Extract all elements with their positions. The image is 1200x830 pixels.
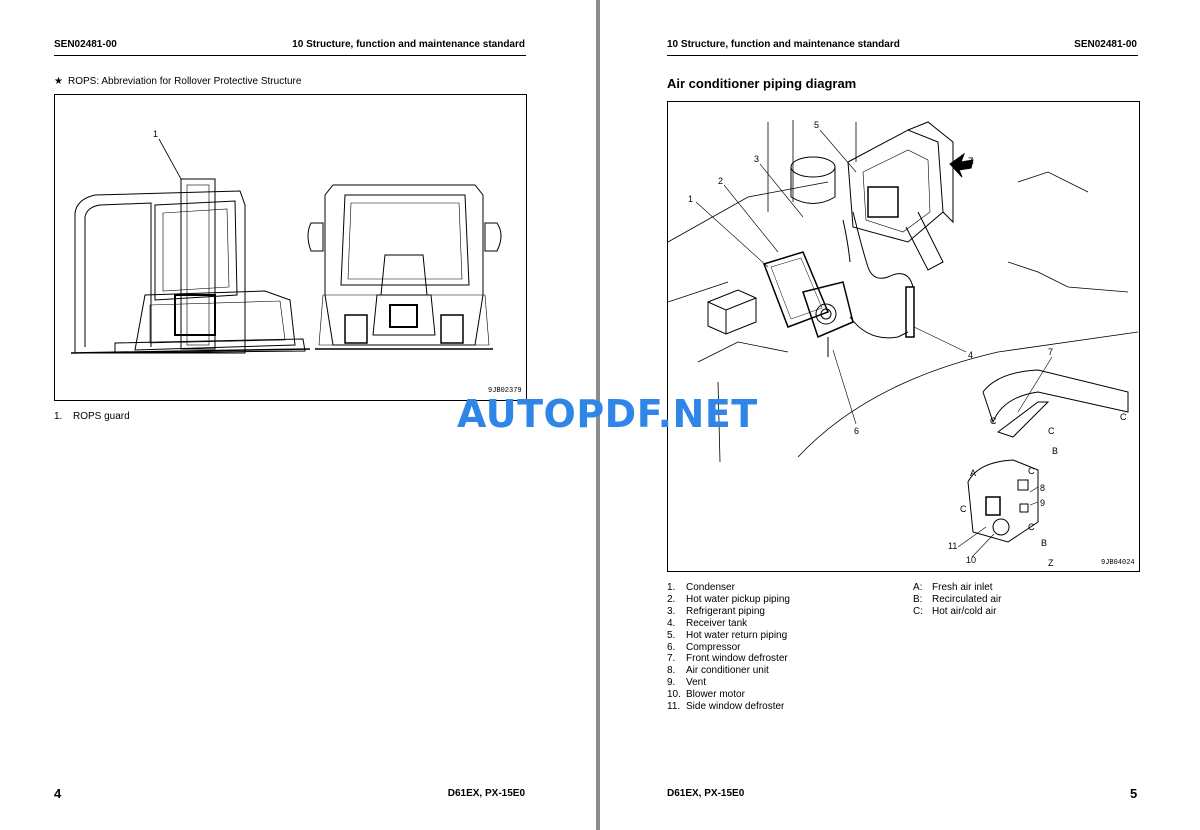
ac-figure-code: 9JB04024 — [1101, 559, 1135, 567]
left-model: D61EX, PX-15E0 — [447, 788, 525, 799]
legend-item: 4.Receiver tank — [667, 617, 748, 629]
rops-note: ★ ROPS: Abbreviation for Rollover Protect… — [54, 76, 301, 87]
view-label-z-bottom: Z — [1048, 558, 1054, 568]
left-header-doc-code: SEN02481-00 — [54, 39, 117, 50]
rops-figure-code: 9JB02379 — [488, 387, 522, 395]
callout-5: 5 — [814, 120, 819, 130]
rops-figure: 1 9JB02379 — [54, 94, 527, 401]
page-gutter — [596, 0, 600, 830]
right-header-rule — [667, 55, 1138, 56]
legend-item: 3.Refrigerant piping — [667, 605, 765, 617]
legend-item: 10.Blower motor — [667, 689, 745, 701]
rops-caption-text: ROPS guard — [73, 411, 130, 422]
rops-note-text: ROPS: Abbreviation for Rollover Protecti… — [68, 76, 302, 87]
airflow-label-b-1: B — [1052, 446, 1058, 456]
airflow-label-c-4: C — [1028, 466, 1035, 476]
legend-item: 8.Air conditioner unit — [667, 665, 769, 677]
star-icon: ★ — [54, 76, 63, 87]
callout-3: 3 — [754, 154, 759, 164]
legend-item: 9.Vent — [667, 677, 707, 689]
legend-item: 11.Side window defroster — [667, 701, 785, 713]
callout-4: 4 — [968, 350, 973, 360]
watermark: AUTOPDF.NET — [457, 392, 758, 436]
legend-item: 1.Condenser — [667, 582, 735, 593]
callout-1: 1 — [688, 194, 693, 204]
view-label-z: Z — [968, 156, 974, 166]
airflow-label-c-6: C — [1028, 522, 1035, 532]
right-header-section: 10 Structure, function and maintenance s… — [667, 39, 900, 50]
callout-6: 6 — [854, 426, 859, 436]
airflow-legend: A:Fresh air inlet B:Recirculated air C:H… — [913, 582, 1001, 618]
ac-piping-drawing: 1 2 3 4 5 6 7 8 9 10 11 A B B C C C C C … — [668, 120, 1139, 568]
rops-callout-1: 1 — [153, 129, 158, 139]
legend-item: 7.Front window defroster — [667, 653, 788, 665]
legend-item: 6.Compressor — [667, 641, 741, 653]
callout-9: 9 — [1040, 498, 1045, 508]
parts-legend: 1.Condenser 2.Hot water pickup piping 3.… — [667, 582, 790, 713]
airflow-label-c-5: C — [960, 504, 967, 514]
callout-2: 2 — [718, 176, 723, 186]
right-page-number: 5 — [1130, 786, 1138, 801]
left-page-number: 4 — [54, 786, 62, 801]
callout-11: 11 — [948, 541, 957, 551]
legend-item: A:Fresh air inlet — [913, 582, 993, 593]
airflow-label-c-3: C — [1048, 426, 1055, 436]
legend-item: B:Recirculated air — [913, 593, 1002, 605]
legend-item: C:Hot air/cold air — [913, 605, 997, 617]
legend-item: 2.Hot water pickup piping — [667, 593, 790, 605]
airflow-label-c-1: C — [1120, 412, 1127, 422]
rops-caption: 1.ROPS guard — [54, 411, 130, 422]
callout-7: 7 — [1048, 347, 1053, 357]
legend-item: 5.Hot water return piping — [667, 629, 788, 641]
ac-piping-figure: 1 2 3 4 5 6 7 8 9 10 11 A B B C C C C C … — [667, 101, 1140, 572]
section-title: Air conditioner piping diagram — [667, 76, 857, 91]
callout-10: 10 — [966, 555, 976, 565]
rops-drawing: 1 — [70, 129, 502, 354]
airflow-label-c-2: C — [990, 416, 997, 426]
airflow-label-b-2: B — [1041, 538, 1047, 548]
callout-8: 8 — [1040, 483, 1045, 493]
left-header-rule — [54, 55, 526, 56]
airflow-label-a: A — [970, 468, 976, 478]
right-model: D61EX, PX-15E0 — [667, 788, 745, 799]
right-header-doc-code: SEN02481-00 — [1074, 39, 1137, 50]
left-header-section: 10 Structure, function and maintenance s… — [292, 39, 525, 50]
